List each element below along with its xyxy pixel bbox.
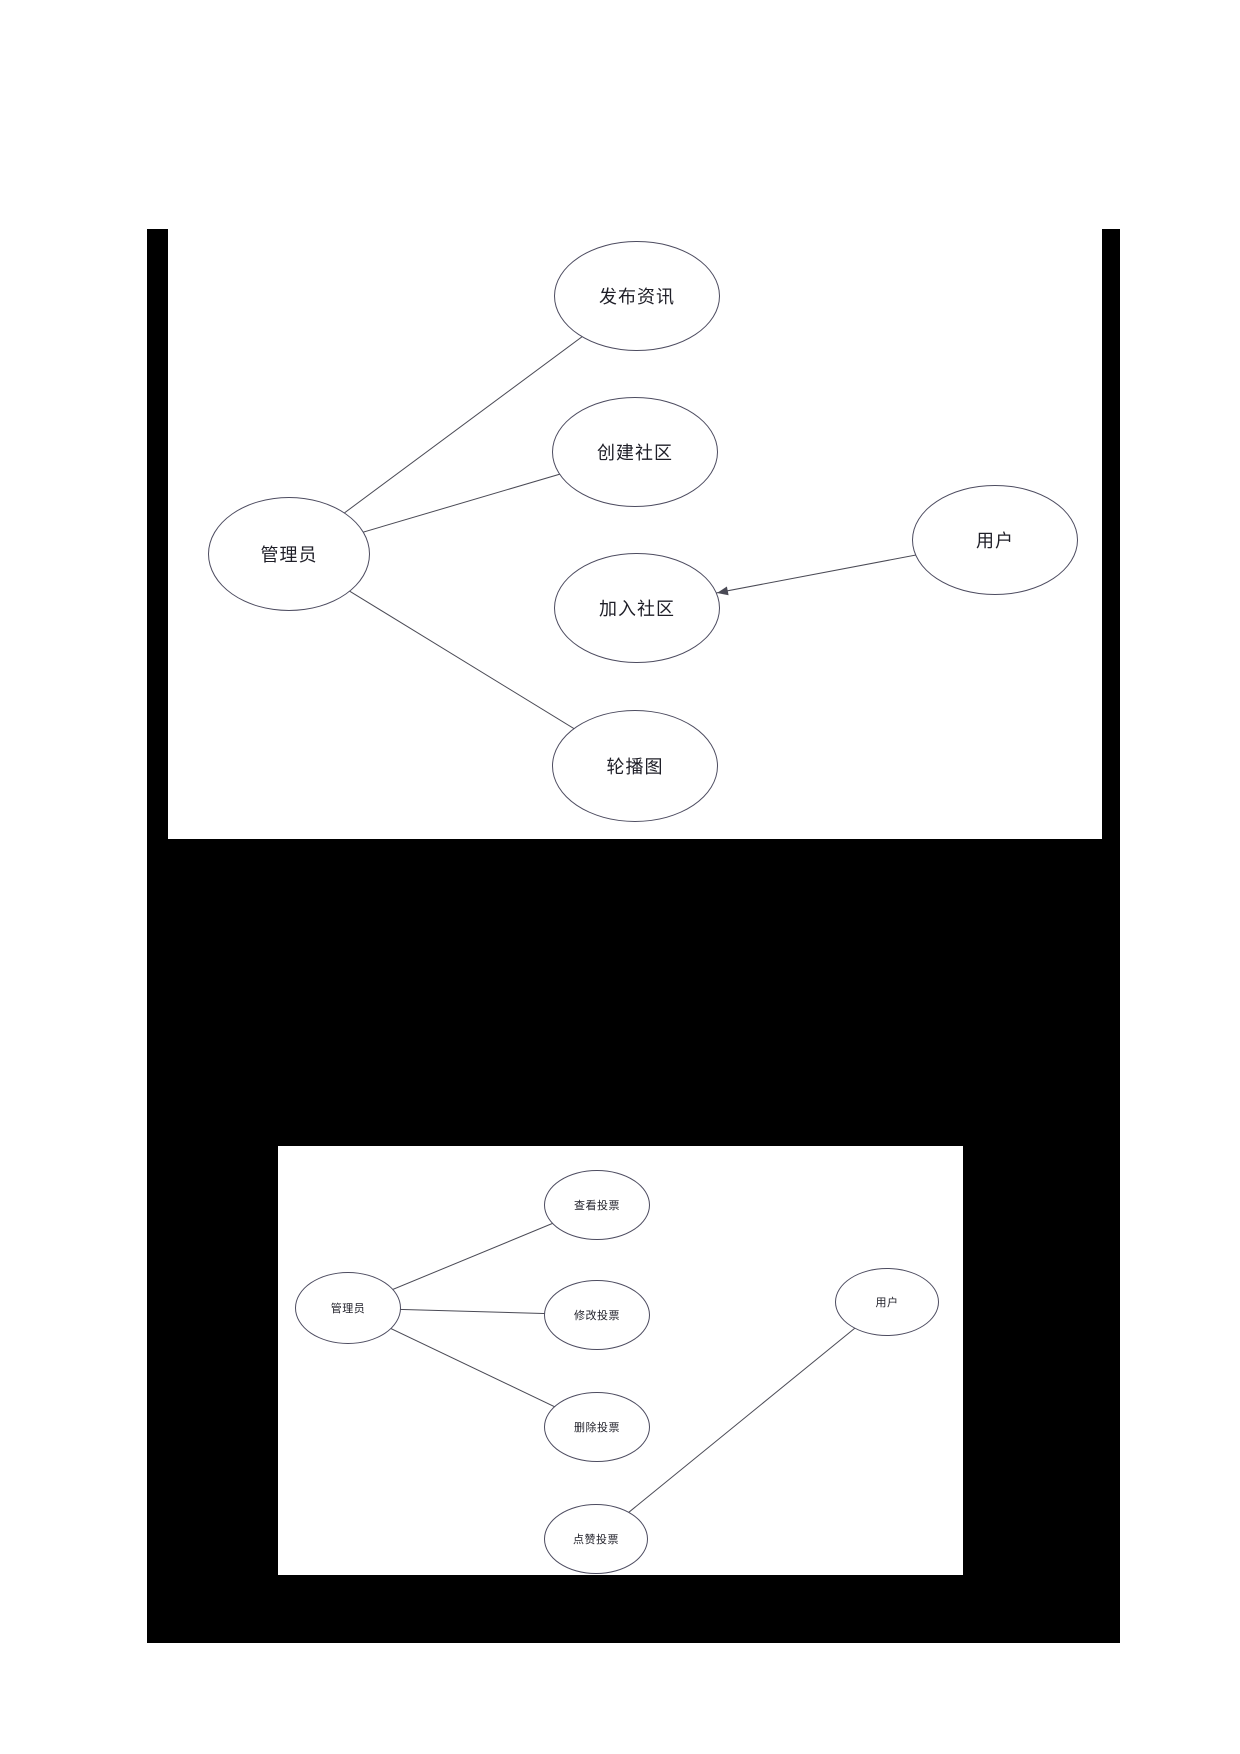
usecase-delete-vote-ellipse: 删除投票 xyxy=(544,1392,650,1462)
usecase-carousel-ellipse: 轮播图 xyxy=(552,710,718,822)
actor-user-label: 用户 xyxy=(875,1297,899,1309)
arrowhead-user-join-icon xyxy=(717,586,729,596)
actor-admin-ellipse: 管理员 xyxy=(208,497,370,611)
admin-community-usecase-diagram: 管理员 发布资讯 创建社区 加入社区 轮播图 用户 xyxy=(168,229,1102,839)
usecase-modify-vote-label: 修改投票 xyxy=(574,1310,620,1322)
usecase-carousel-label: 轮播图 xyxy=(606,757,664,777)
vote-usecase-diagram: 管理员 查看投票 修改投票 删除投票 点赞投票 用户 xyxy=(278,1146,963,1575)
usecase-delete-vote-label: 删除投票 xyxy=(574,1422,620,1434)
usecase-create-community-label: 创建社区 xyxy=(597,443,673,463)
actor-admin-label: 管理员 xyxy=(260,545,318,565)
diagram1-arrow-layer xyxy=(717,586,729,596)
usecase-like-vote-ellipse: 点赞投票 xyxy=(544,1504,648,1574)
actor-admin-ellipse: 管理员 xyxy=(295,1272,401,1344)
usecase-join-community-label: 加入社区 xyxy=(599,599,675,619)
usecase-create-community-ellipse: 创建社区 xyxy=(552,397,718,507)
usecase-publish-news-label: 发布资讯 xyxy=(599,287,675,307)
edge-admin-publish-line xyxy=(288,295,638,555)
usecase-like-vote-label: 点赞投票 xyxy=(573,1534,619,1546)
usecase-publish-news-ellipse: 发布资讯 xyxy=(554,241,720,351)
usecase-figure-image: 管理员 发布资讯 创建社区 加入社区 轮播图 用户 xyxy=(147,229,1120,1643)
usecase-modify-vote-ellipse: 修改投票 xyxy=(544,1280,650,1350)
actor-admin-label: 管理员 xyxy=(330,1303,366,1315)
usecase-join-community-ellipse: 加入社区 xyxy=(554,553,720,663)
actor-user-ellipse: 用户 xyxy=(835,1268,939,1336)
actor-user-label: 用户 xyxy=(976,531,1014,551)
actor-user-ellipse: 用户 xyxy=(912,485,1078,595)
usecase-view-vote-label: 查看投票 xyxy=(574,1200,620,1212)
usecase-view-vote-ellipse: 查看投票 xyxy=(544,1170,650,1240)
edge-user-like-vote-line xyxy=(595,1301,888,1540)
